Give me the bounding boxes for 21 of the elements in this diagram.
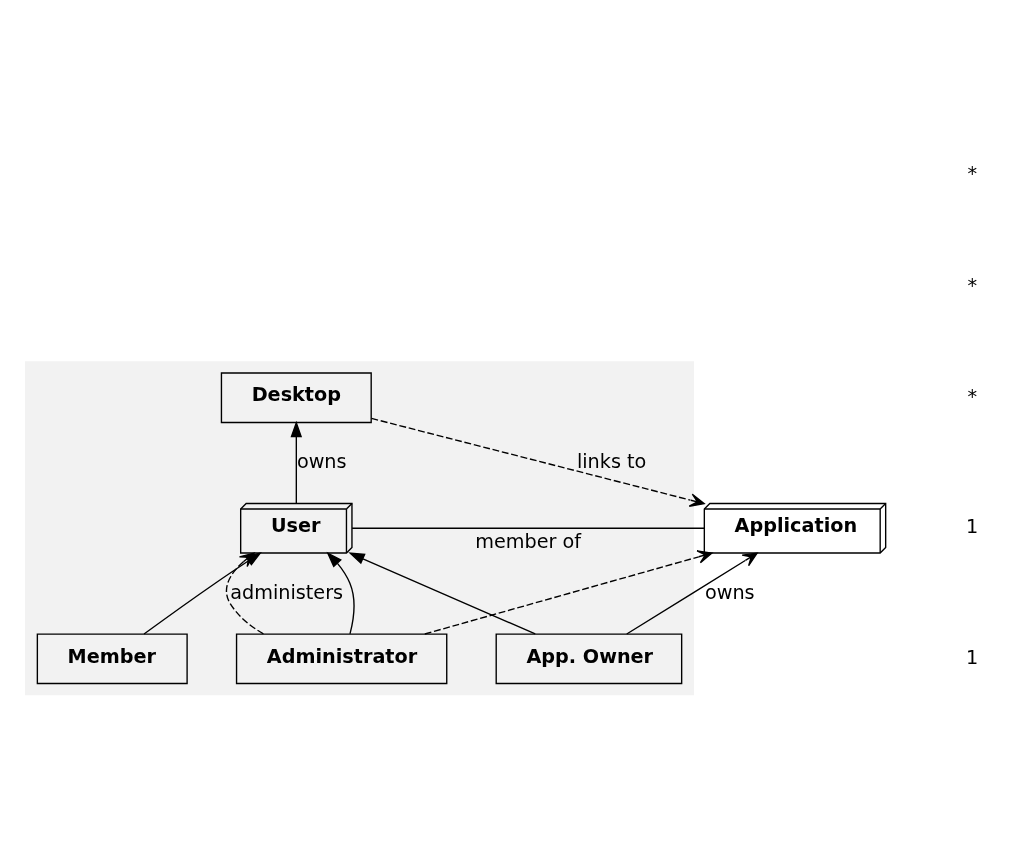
node-box: Administrator — [235, 632, 447, 684]
connector — [350, 527, 705, 529]
label: 1 — [965, 514, 978, 538]
label: * — [966, 161, 977, 185]
arrow — [325, 551, 355, 635]
label: 1 — [965, 645, 978, 669]
edge-label: links to — [576, 449, 646, 473]
edge-label: owns — [704, 580, 755, 604]
node-box: Desktop — [220, 371, 372, 423]
edge-label: administers — [229, 580, 343, 604]
arrow — [290, 420, 302, 504]
edge-label: member of — [474, 529, 581, 553]
label: * — [966, 273, 977, 297]
node-box: App. Owner — [495, 632, 682, 684]
arrow — [347, 551, 536, 635]
label: * — [966, 384, 977, 408]
arrow — [423, 549, 713, 635]
edge-label: owns — [296, 449, 347, 473]
arrow — [625, 552, 758, 635]
node-box: Member — [36, 632, 188, 684]
arrow — [370, 417, 705, 507]
